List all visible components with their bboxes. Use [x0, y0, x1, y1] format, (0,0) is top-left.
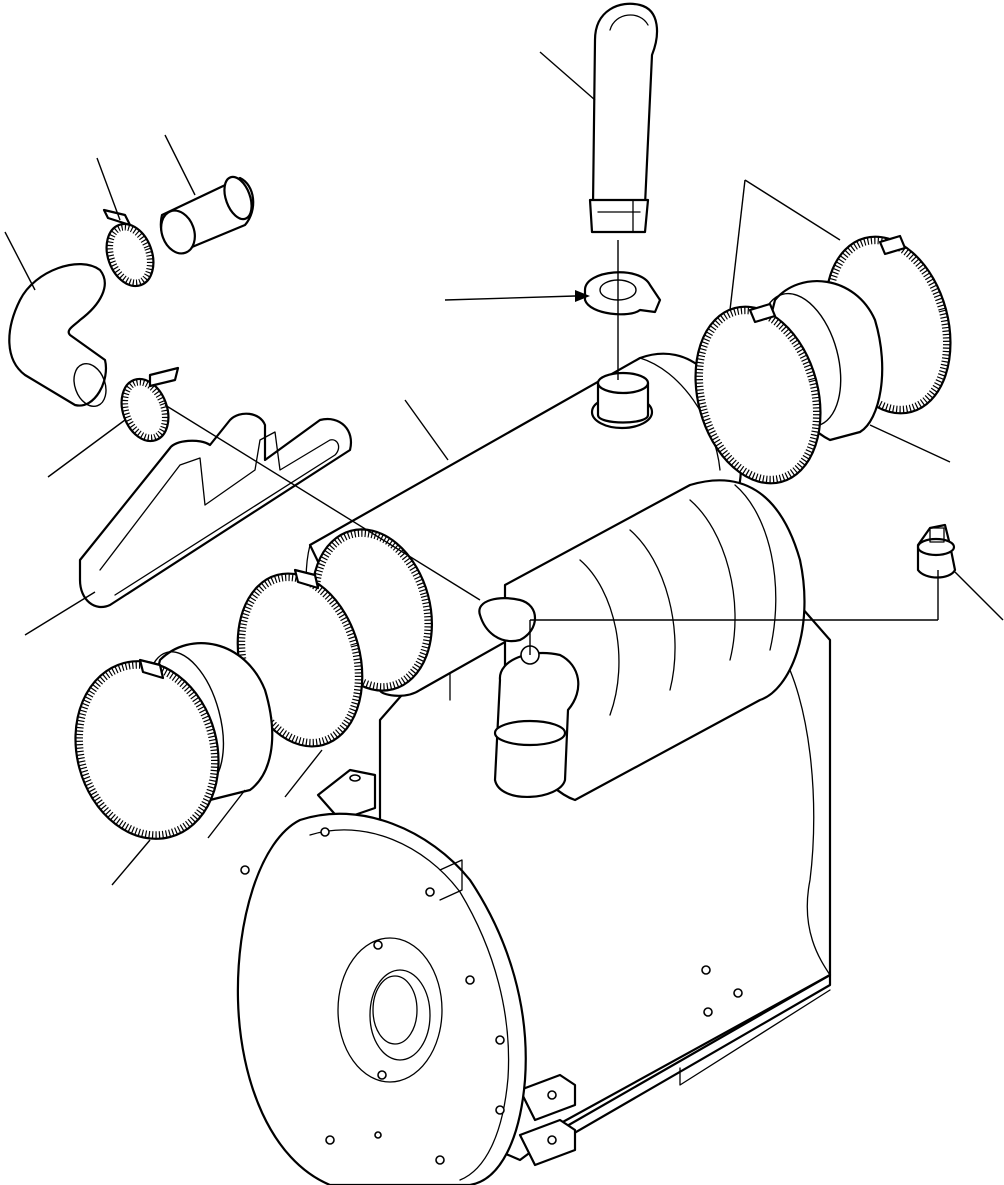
air-intake-duct: [78, 412, 353, 608]
connector-tube: [159, 175, 255, 255]
dust-indicator: [916, 523, 957, 579]
pipe-clamp: [583, 271, 662, 316]
hose-clamp: [102, 208, 155, 288]
flywheel-housing: [236, 812, 527, 1185]
elbow-hose: [8, 263, 108, 408]
hose-clamp: [120, 366, 180, 443]
hose-clamp: [694, 302, 822, 485]
muffler: [478, 479, 806, 802]
exhaust-pipe: [588, 2, 658, 234]
leader-lines: [4, 51, 1004, 886]
hose-clamp: [74, 658, 220, 840]
